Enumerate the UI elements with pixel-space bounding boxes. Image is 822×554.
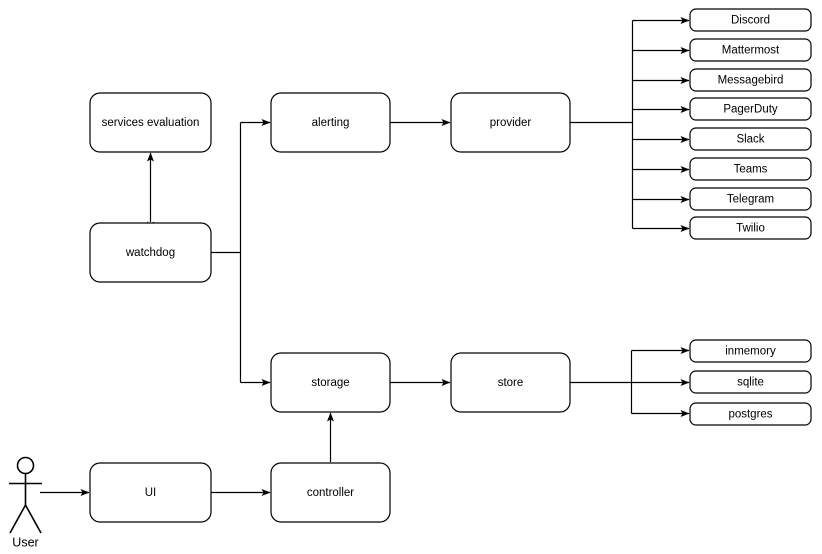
node-controller-box[interactable]	[270, 462, 391, 523]
node-sqlite-box[interactable]	[689, 370, 812, 394]
node-services-evaluation-label: services evaluation	[102, 117, 200, 129]
node-storage[interactable]: storage	[270, 352, 391, 413]
node-alerting-box[interactable]	[270, 92, 391, 153]
store-fanout-branches	[631, 347, 690, 417]
node-store-label: store	[498, 377, 524, 389]
node-sqlite[interactable]: sqlite	[689, 370, 812, 394]
node-inmemory[interactable]: inmemory	[689, 339, 812, 363]
node-storage-label: storage	[311, 377, 349, 389]
node-twilio-label: Twilio	[736, 223, 765, 235]
node-provider[interactable]: provider	[450, 92, 571, 153]
node-watchdog-box[interactable]	[89, 222, 212, 283]
node-alerting[interactable]: alerting	[270, 92, 391, 153]
node-mattermost[interactable]: Mattermost	[689, 38, 812, 62]
node-telegram[interactable]: Telegram	[689, 187, 812, 211]
provider-targets-group: Discord Mattermost Messagebird PagerDuty…	[689, 8, 812, 240]
edge-layer	[40, 17, 690, 496]
node-postgres[interactable]: postgres	[689, 402, 812, 426]
node-discord[interactable]: Discord	[689, 8, 812, 32]
node-provider-box[interactable]	[450, 92, 571, 153]
node-twilio-box[interactable]	[689, 216, 812, 240]
store-targets-group: inmemory sqlite postgres	[689, 339, 812, 426]
node-store-box[interactable]	[450, 352, 571, 413]
node-teams-label: Teams	[734, 164, 768, 176]
node-slack-box[interactable]	[689, 127, 812, 151]
node-provider-label: provider	[490, 117, 532, 129]
node-watchdog[interactable]: watchdog	[89, 222, 212, 283]
actor-user[interactable]: User	[9, 456, 42, 550]
actor-leg-left	[9, 504, 27, 534]
node-sqlite-label: sqlite	[737, 377, 764, 389]
provider-fanout-branches	[632, 17, 690, 232]
node-storage-box[interactable]	[270, 352, 391, 413]
node-pagerduty-label: PagerDuty	[723, 104, 778, 116]
node-services-evaluation[interactable]: services evaluation	[89, 92, 212, 153]
node-twilio[interactable]: Twilio	[689, 216, 812, 240]
node-pagerduty-box[interactable]	[689, 97, 812, 121]
node-messagebird-label: Messagebird	[718, 75, 784, 87]
node-watchdog-label: watchdog	[125, 247, 175, 259]
node-discord-label: Discord	[731, 15, 770, 27]
node-controller-label: controller	[307, 487, 354, 499]
node-ui-label: UI	[145, 487, 157, 499]
node-inmemory-label: inmemory	[725, 346, 776, 358]
node-mattermost-box[interactable]	[689, 38, 812, 62]
node-controller[interactable]: controller	[270, 462, 391, 523]
node-messagebird-box[interactable]	[689, 68, 812, 92]
node-store[interactable]: store	[450, 352, 571, 413]
actor-head-icon	[16, 456, 35, 475]
node-pagerduty[interactable]: PagerDuty	[689, 97, 812, 121]
node-telegram-box[interactable]	[689, 187, 812, 211]
node-postgres-label: postgres	[728, 409, 772, 421]
node-services-evaluation-box[interactable]	[89, 92, 212, 153]
actor-user-label: User	[12, 535, 38, 549]
node-messagebird[interactable]: Messagebird	[689, 68, 812, 92]
node-teams[interactable]: Teams	[689, 157, 812, 181]
node-ui[interactable]: UI	[89, 462, 212, 523]
node-mattermost-label: Mattermost	[722, 45, 780, 57]
node-discord-box[interactable]	[689, 8, 812, 32]
node-telegram-label: Telegram	[727, 194, 774, 206]
actor-leg-right	[24, 504, 42, 534]
node-alerting-label: alerting	[312, 117, 350, 129]
node-slack-label: Slack	[736, 134, 764, 146]
node-inmemory-box[interactable]	[689, 339, 812, 363]
node-ui-box[interactable]	[89, 462, 212, 523]
node-teams-box[interactable]	[689, 157, 812, 181]
node-slack[interactable]: Slack	[689, 127, 812, 151]
node-postgres-box[interactable]	[689, 402, 812, 426]
